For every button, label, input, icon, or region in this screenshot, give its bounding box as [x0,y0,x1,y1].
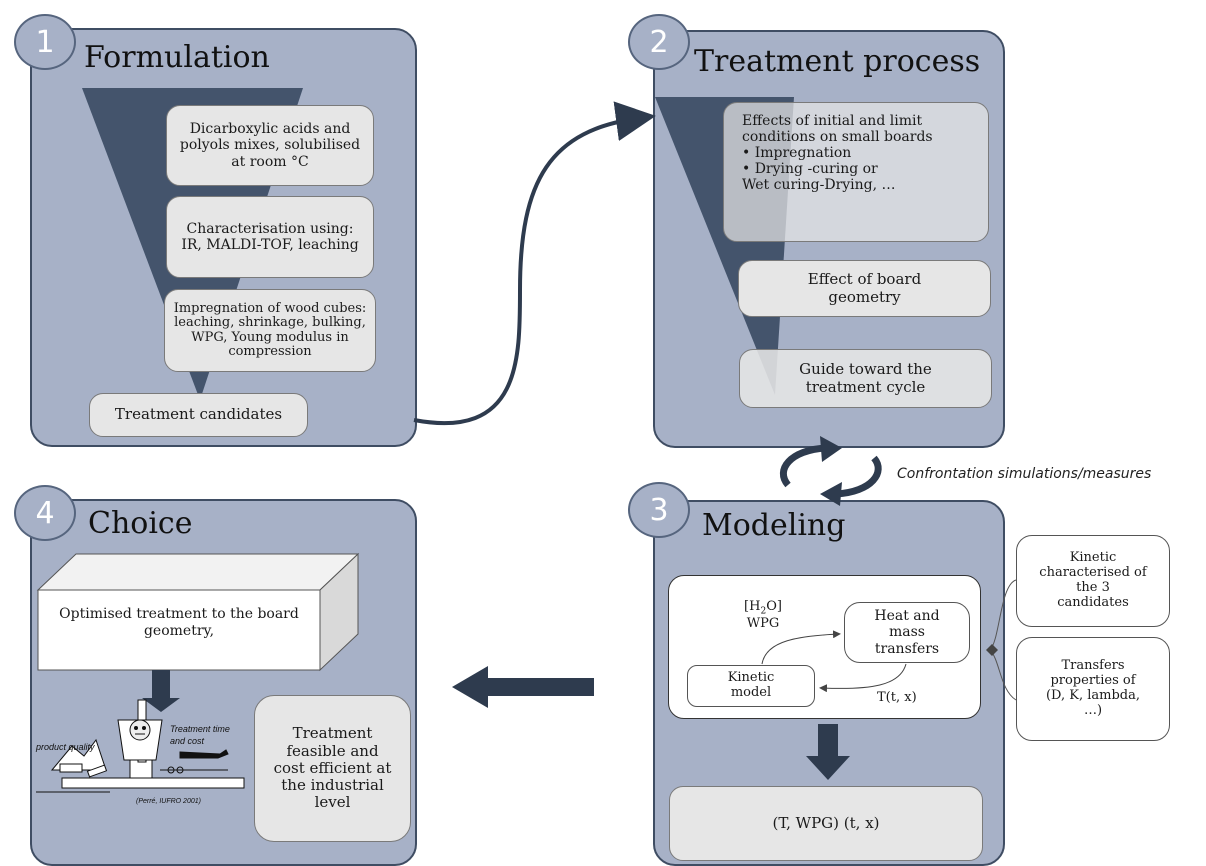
transfers-properties-box: Transfers properties of (D, K, lambda, …… [1016,637,1170,741]
step-number-2: 2 [628,14,690,70]
formulation-box-characterisation: Characterisation using: IR, MALDI-TOF, l… [166,196,374,278]
h2o-label: [H2O] WPG [744,599,782,631]
effects-bullet-impregnation: • Impregnation [742,145,852,162]
treatment-cycle-box: Guide toward the treatment cycle [739,349,992,408]
and-cost-label: and cost [170,736,205,746]
heat-to-kinetic-arrow [819,663,907,693]
treatment-time-label: Treatment time [170,724,230,734]
step-number-1: 1 [14,14,76,70]
down-arrow-choice [142,670,180,712]
t-label: T(t, x) [877,690,917,705]
treatment-process-title: Treatment process [694,44,981,79]
cube-text: Optimised treatment to the board geometr… [59,606,299,639]
effects-conditions-box: Effects of initial and limit conditions … [723,102,989,242]
treatment-candidates-box: Treatment candidates [89,393,308,437]
kinetic-model-box: Kinetic model [687,665,815,707]
feasible-box: Treatment feasible and cost efficient at… [254,695,411,842]
wpg-label: WPG [746,615,780,631]
result-box: (T, WPG) (t, x) [669,786,983,861]
formulation-title: Formulation [84,40,270,75]
heat-mass-transfers-box: Heat and mass transfers [844,602,970,663]
step-number-3: 3 [628,482,690,538]
kinetic-to-heat-arrow [761,630,841,665]
left-arrow-3-to-4 [452,666,594,708]
step-number-4: 4 [14,485,76,541]
formulation-box-impregnation: Impregnation of wood cubes: leaching, sh… [164,289,376,372]
formulation-box-acids: Dicarboxylic acids and polyols mixes, so… [166,105,374,186]
effects-bullet-drying: • Drying -curing or [742,161,878,178]
choice-title: Choice [88,506,193,541]
balance-scale-icon [36,699,245,793]
board-geometry-box: Effect of board geometry [738,260,991,317]
citation-label: (Perré, IUFRO 2001) [136,798,201,805]
flow-arrow-1-to-2 [413,101,656,426]
down-arrow-modeling [806,724,850,780]
kinetic-characterised-box: Kinetic characterised of the 3 candidate… [1016,535,1170,627]
modeling-title: Modeling [702,508,846,543]
confrontation-caption: Confrontation simulations/measures [897,466,1152,482]
product-quality-label: product quality [36,742,95,752]
cycle-arrows-icon [779,436,882,506]
effects-intro: Effects of initial and limit conditions … [742,113,933,146]
side-bracket [989,579,1017,701]
effects-tail: Wet curing-Drying, … [742,177,896,194]
board-cube [36,552,360,672]
